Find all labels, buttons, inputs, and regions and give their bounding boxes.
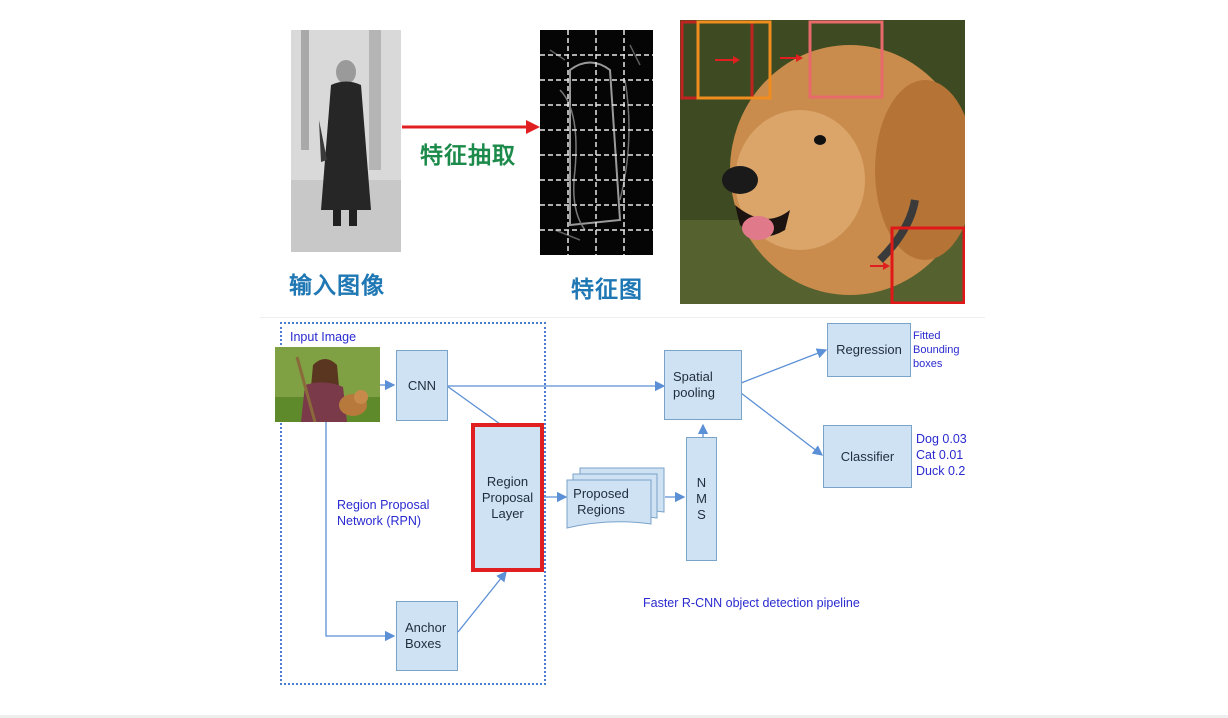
section-divider <box>260 317 985 318</box>
regression-box: Regression <box>827 323 911 377</box>
feature-extraction-label: 特征抽取 <box>420 143 516 169</box>
classifier-box: Classifier <box>823 425 912 488</box>
proposed-regions-stack <box>566 467 665 529</box>
cnn-box: CNN <box>396 350 448 421</box>
nms-box: N M S <box>686 437 717 561</box>
feature-map-label: 特征图 <box>571 277 643 303</box>
region-proposal-layer-box: Region Proposal Layer <box>471 423 544 572</box>
input-photo <box>275 347 380 422</box>
fitted-boxes-label: Fitted Bounding boxes <box>913 330 960 370</box>
bottom-rule <box>0 715 1228 718</box>
input-image-caption: Input Image <box>290 330 357 344</box>
rpn-label: Region Proposal Network (RPN) <box>337 498 430 528</box>
feature-map-image <box>540 30 653 255</box>
spatial-pooling-box: Spatial pooling <box>664 350 742 420</box>
anchor-boxes-box: Anchor Boxes <box>396 601 458 671</box>
pipeline-caption: Faster R-CNN object detection pipeline <box>643 596 860 610</box>
extraction-arrow <box>402 120 540 134</box>
rpn-dotted-frame <box>280 322 546 685</box>
dog-photo <box>680 20 965 304</box>
class-scores-label: Dog 0.03 Cat 0.01 Duck 0.2 <box>916 432 967 478</box>
proposed-regions-label: Proposed Regions <box>573 486 629 517</box>
input-image-label: 输入图像 <box>289 273 385 299</box>
pedestrian-image <box>291 30 401 252</box>
